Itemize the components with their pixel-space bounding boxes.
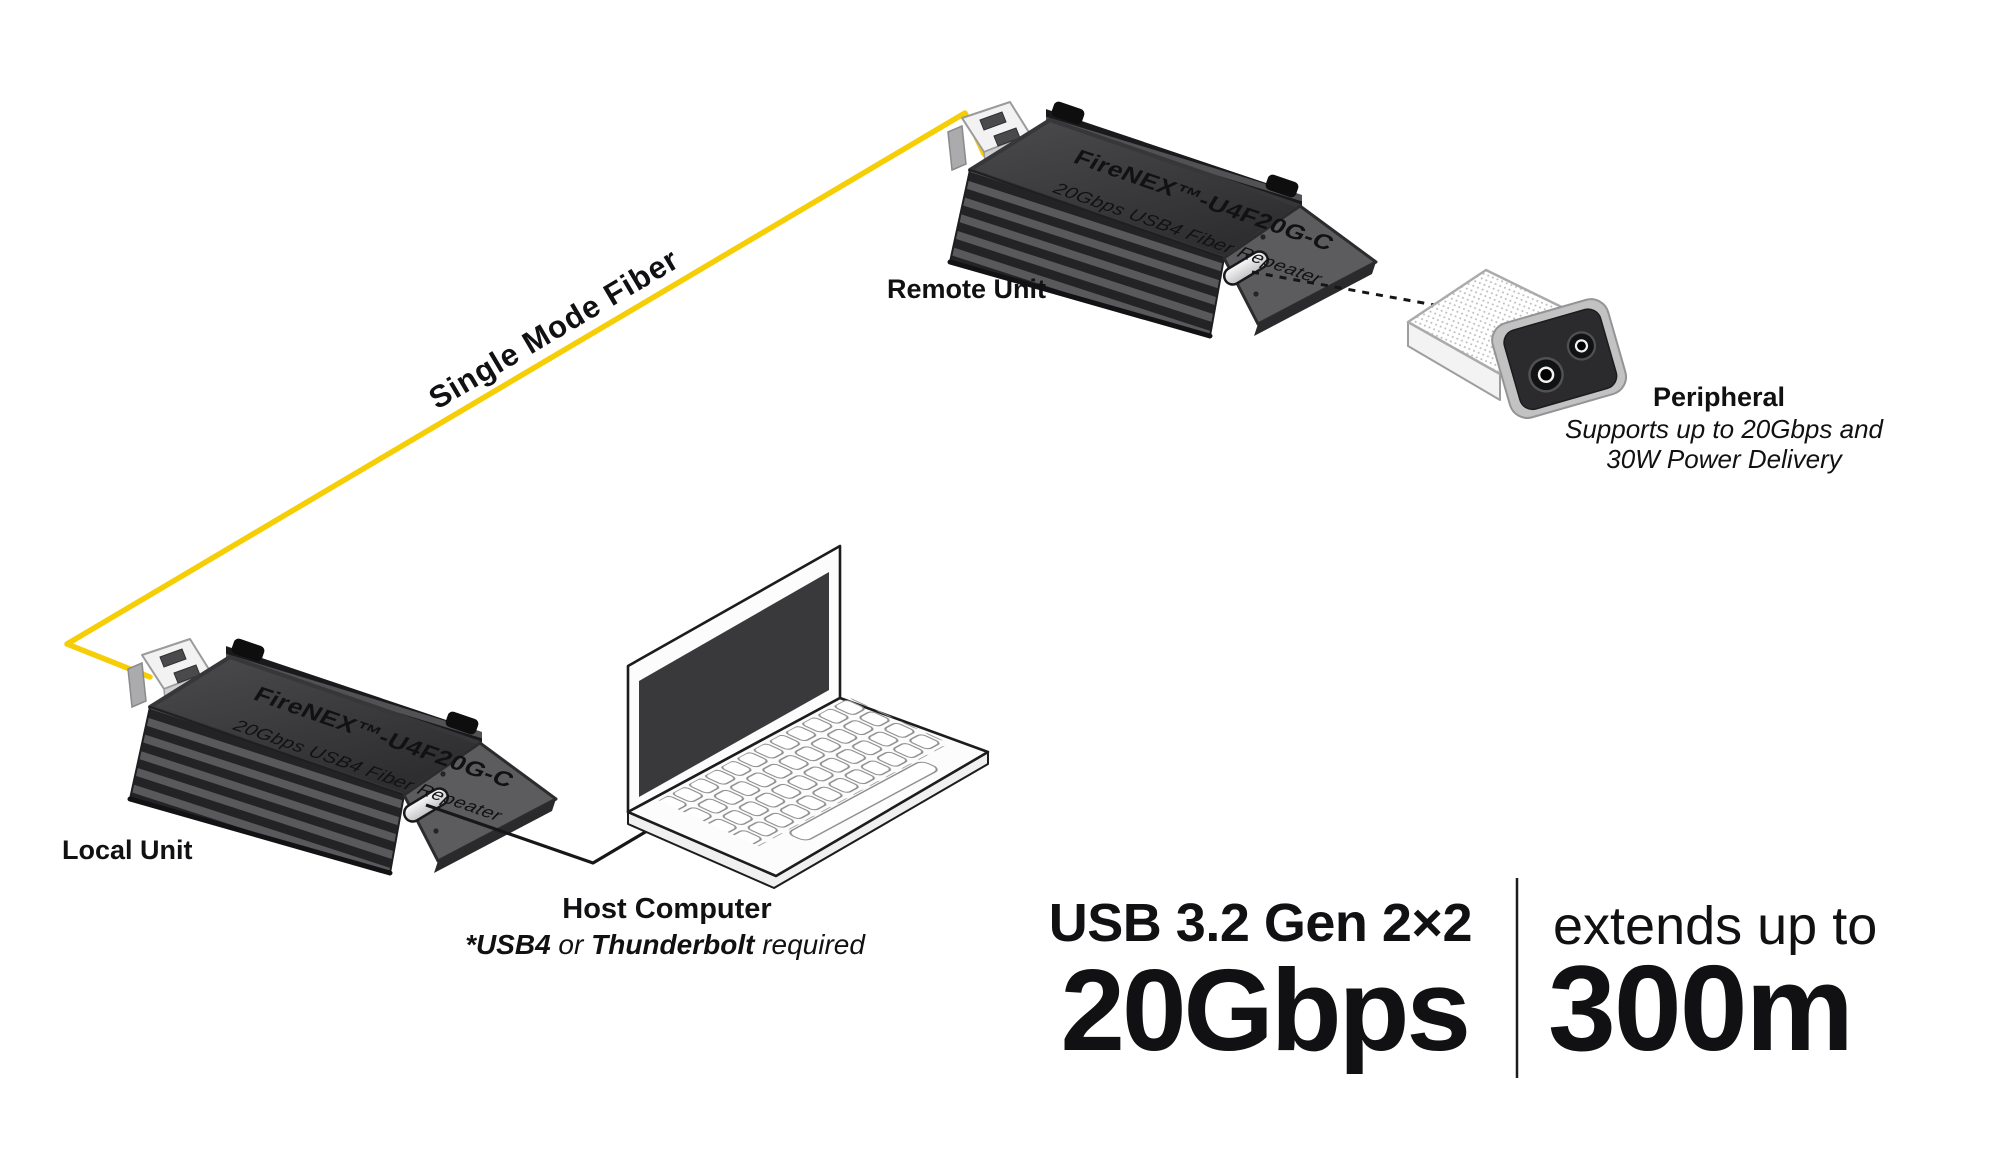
peripheral-note-line1: Supports up to 20Gbps and (1565, 414, 1885, 444)
fiber-cable (64, 110, 987, 680)
remote-unit-label: Remote Unit (887, 274, 1046, 304)
extends-text: extends up to (1553, 896, 1877, 956)
peripheral-link-dashed (1251, 270, 1441, 308)
req-or: or (551, 929, 591, 960)
peripheral-device (1406, 268, 1628, 419)
peripheral-note-line2: 30W Power Delivery (1606, 444, 1844, 474)
bandwidth-text: 20Gbps (1061, 945, 1468, 1075)
laptop-keyboard (658, 697, 950, 847)
peripheral-label: Peripheral (1653, 382, 1785, 412)
host-computer-laptop (626, 544, 990, 889)
laptop-spacebar (789, 761, 938, 841)
distance-text: 300m (1548, 940, 1852, 1076)
req-usb4: *USB4 (465, 929, 551, 960)
req-required: required (754, 929, 866, 960)
stats-block: USB 3.2 Gen 2×2 20Gbps extends up to 300… (1049, 878, 1877, 1078)
host-cable (425, 803, 653, 865)
host-requirement-note: *USB4 or Thunderbolt required (465, 929, 866, 960)
fiber-label: Single Mode Fiber (423, 241, 685, 416)
peripheral-port-large (1528, 357, 1564, 393)
local-unit-label: Local Unit (62, 835, 193, 865)
req-thunderbolt: Thunderbolt (591, 929, 756, 960)
usb-spec-text: USB 3.2 Gen 2×2 (1049, 893, 1472, 953)
host-computer-label: Host Computer (562, 893, 771, 925)
laptop-screen (639, 572, 829, 797)
peripheral-port-small (1566, 331, 1597, 361)
